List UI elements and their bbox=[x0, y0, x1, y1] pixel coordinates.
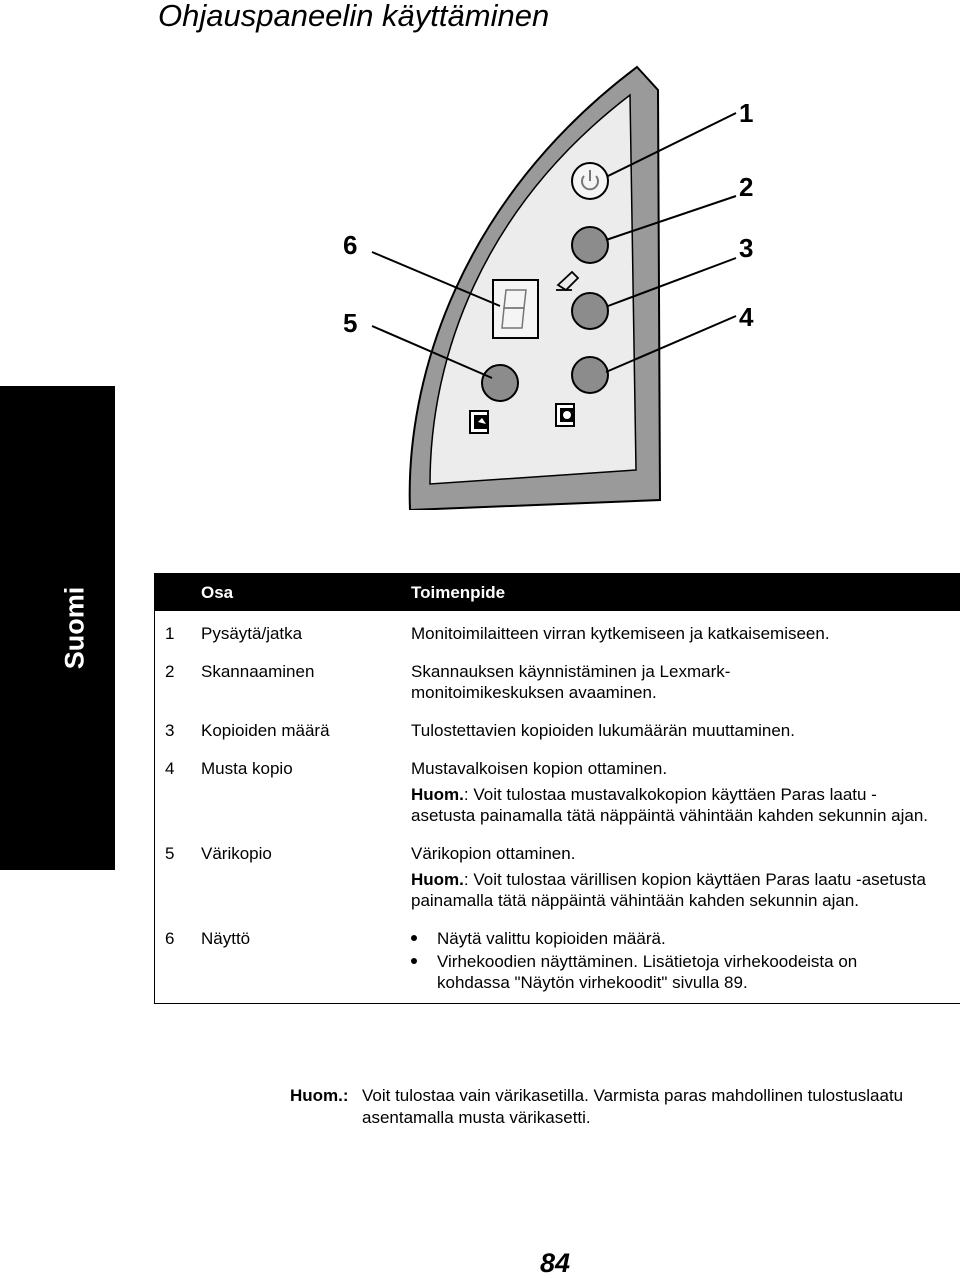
callout-line-1 bbox=[607, 112, 737, 177]
bottom-note-text: Voit tulostaa vain värikasetilla. Varmis… bbox=[362, 1086, 904, 1127]
table-row: 2 Skannaaminen Skannauksen käynnistämine… bbox=[155, 644, 960, 703]
page-number: 84 bbox=[540, 1248, 571, 1278]
page-title: Ohjauspaneelin käyttäminen bbox=[158, 0, 550, 33]
callout-number-3: 3 bbox=[739, 233, 754, 263]
callout-line-5 bbox=[371, 325, 493, 379]
row-part: Pysäytä/jatka bbox=[201, 624, 303, 643]
color-copy-button bbox=[481, 364, 519, 402]
callout-number-2: 2 bbox=[739, 172, 754, 202]
callout-number-5: 5 bbox=[343, 308, 358, 338]
table-row: 5 Värikopio Värikopion ottaminen. Huom.:… bbox=[155, 826, 960, 911]
row-number: 6 bbox=[165, 929, 175, 948]
display-functions-list: Näytä valittu kopioiden määrä. Virhekood… bbox=[411, 928, 930, 993]
row-action-text: Mustavalkoisen kopion ottaminen. bbox=[411, 759, 668, 778]
row-action: Mustavalkoisen kopion ottaminen. Huom.: … bbox=[411, 758, 960, 826]
header-action: Toimenpide bbox=[411, 583, 506, 602]
control-panel-illustration bbox=[371, 65, 737, 510]
callout-line-3 bbox=[607, 257, 737, 307]
note-text: : Voit tulostaa värillisen kopion käyttä… bbox=[411, 870, 926, 910]
row-action: Tulostettavien kopioiden lukumäärän muut… bbox=[411, 721, 795, 740]
row-action: Monitoimilaitteen virran kytkemiseen ja … bbox=[411, 624, 830, 643]
row-action: Skannauksen käynnistäminen ja Lexmark-mo… bbox=[411, 662, 731, 702]
row-action: Näytä valittu kopioiden määrä. Virhekood… bbox=[411, 928, 960, 993]
bottom-note: Huom.: Voit tulostaa vain värikasetilla.… bbox=[290, 1085, 910, 1129]
note-label: Huom. bbox=[411, 785, 464, 804]
scan-button bbox=[571, 226, 609, 264]
black-copy-icon bbox=[555, 403, 575, 427]
color-copy-icon bbox=[469, 410, 489, 434]
row-number: 3 bbox=[165, 721, 175, 740]
callout-line-2 bbox=[605, 195, 737, 241]
copies-button bbox=[571, 292, 609, 330]
row-number: 5 bbox=[165, 844, 175, 863]
scan-icon bbox=[556, 270, 580, 292]
list-item: Virhekoodien näyttäminen. Lisätietoja vi… bbox=[411, 951, 930, 993]
row-part: Musta kopio bbox=[201, 759, 293, 778]
row-note: Huom.: Voit tulostaa mustavalkokopion kä… bbox=[411, 784, 930, 826]
parts-table: Osa Toimenpide 1 Pysäytä/jatka Monitoimi… bbox=[154, 573, 960, 1004]
header-part: Osa bbox=[201, 583, 234, 602]
row-number: 4 bbox=[165, 759, 175, 778]
table-row: 4 Musta kopio Mustavalkoisen kopion otta… bbox=[155, 741, 960, 826]
callout-line-4 bbox=[605, 315, 737, 373]
note-label: Huom. bbox=[411, 870, 464, 889]
row-action-text: Värikopion ottaminen. bbox=[411, 844, 576, 863]
list-item: Näytä valittu kopioiden määrä. bbox=[411, 928, 930, 949]
row-part: Skannaaminen bbox=[201, 662, 315, 681]
seven-segment-digit bbox=[501, 289, 527, 329]
language-tab-label: Suomi bbox=[59, 586, 90, 670]
power-icon bbox=[581, 175, 599, 191]
row-part: Kopioiden määrä bbox=[201, 721, 330, 740]
table-header: Osa Toimenpide bbox=[155, 573, 960, 611]
table-row: 3 Kopioiden määrä Tulostettavien kopioid… bbox=[155, 703, 960, 741]
table-row: 6 Näyttö Näytä valittu kopioiden määrä. … bbox=[155, 911, 960, 1003]
seven-segment-display bbox=[492, 279, 539, 339]
black-copy-button bbox=[571, 356, 609, 394]
bottom-note-label: Huom.: bbox=[290, 1086, 349, 1105]
language-tab bbox=[0, 386, 115, 870]
callout-number-6: 6 bbox=[343, 230, 358, 260]
row-part: Näyttö bbox=[201, 929, 251, 948]
callout-line-6 bbox=[371, 251, 501, 307]
row-note: Huom.: Voit tulostaa värillisen kopion k… bbox=[411, 869, 930, 911]
row-action: Värikopion ottaminen. Huom.: Voit tulost… bbox=[411, 843, 960, 911]
callout-number-1: 1 bbox=[739, 98, 754, 128]
callout-number-4: 4 bbox=[739, 302, 754, 332]
note-text: : Voit tulostaa mustavalkokopion käyttäe… bbox=[411, 785, 928, 825]
row-number: 1 bbox=[165, 624, 175, 643]
row-number: 2 bbox=[165, 662, 175, 681]
table-row: 1 Pysäytä/jatka Monitoimilaitteen virran… bbox=[155, 611, 960, 644]
row-part: Värikopio bbox=[201, 844, 272, 863]
